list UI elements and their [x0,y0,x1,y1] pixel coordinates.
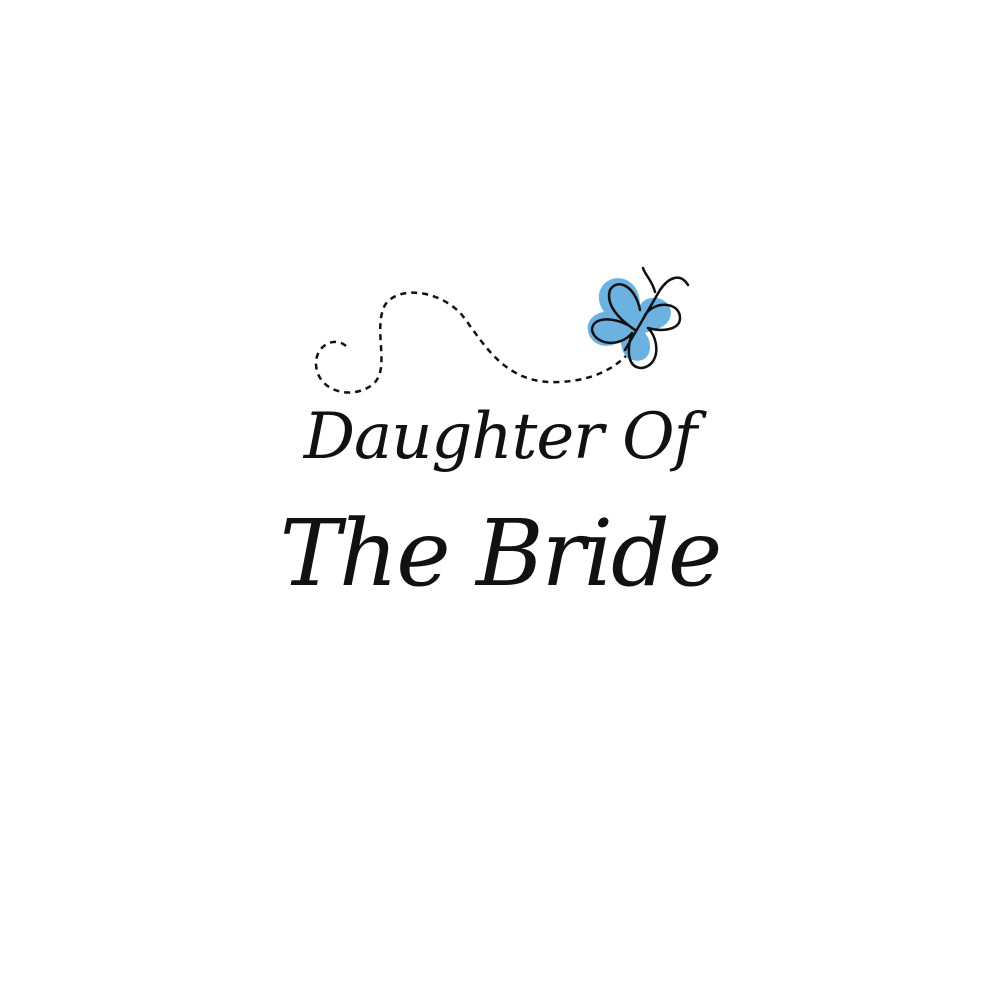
butterfly-icon [587,266,690,370]
title-line-1: Daughter Of [303,400,698,474]
dashed-flight-path [314,291,631,394]
title-line-2: The Bride [279,500,723,607]
